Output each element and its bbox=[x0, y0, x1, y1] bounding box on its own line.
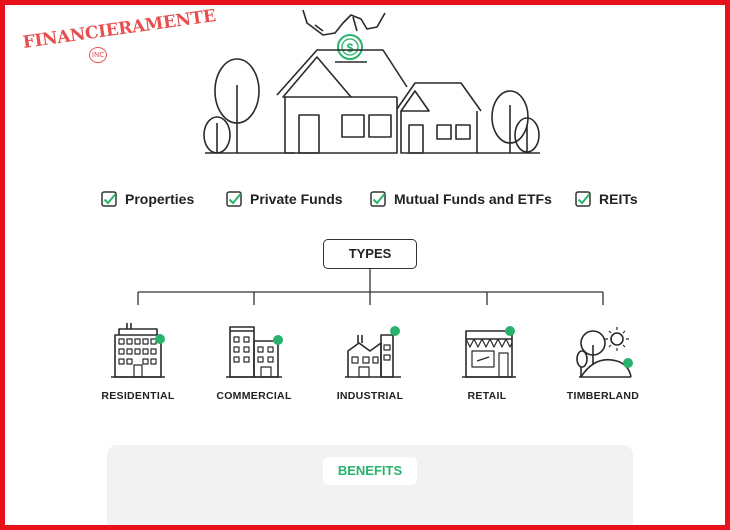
checklist-item-mutual-funds: Mutual Funds and ETFs bbox=[370, 191, 552, 207]
tree-right-icon bbox=[477, 90, 540, 154]
landscape-trees-icon bbox=[576, 327, 633, 378]
types-connector bbox=[137, 269, 604, 305]
dollar-coin-icon: $ bbox=[337, 34, 363, 60]
commercial-buildings-icon bbox=[226, 326, 283, 378]
type-label-commercial: COMMERCIAL bbox=[216, 390, 292, 402]
brand-logo: FINANCIERAMENTE INC bbox=[22, 6, 217, 73]
type-label-residential: RESIDENTIAL bbox=[101, 390, 175, 402]
type-label-timberland: TIMBERLAND bbox=[566, 390, 640, 402]
svg-text:$: $ bbox=[347, 41, 354, 55]
storefront-icon bbox=[462, 326, 516, 378]
types-heading: TYPES bbox=[323, 239, 417, 269]
checkbox-checked-icon bbox=[575, 191, 591, 207]
brand-badge: INC bbox=[89, 47, 107, 63]
checkbox-checked-icon bbox=[370, 191, 386, 207]
type-label-industrial: INDUSTRIAL bbox=[336, 390, 404, 402]
checklist-label: Properties bbox=[125, 191, 195, 207]
checklist-item-reits: REITs bbox=[575, 191, 638, 207]
checkbox-checked-icon bbox=[226, 191, 242, 207]
tree-left-icon bbox=[203, 58, 295, 154]
benefits-heading: BENEFITS bbox=[323, 457, 417, 485]
checklist-item-properties: Properties bbox=[101, 191, 194, 207]
factory-icon bbox=[345, 326, 401, 378]
house-large-icon bbox=[276, 49, 408, 154]
checklist-label: Private Funds bbox=[250, 191, 343, 207]
house-small-icon bbox=[396, 82, 482, 154]
type-label-retail: RETAIL bbox=[467, 390, 507, 402]
residential-building-icon bbox=[111, 323, 165, 378]
checklist-label: REITs bbox=[599, 191, 638, 207]
checklist-label: Mutual Funds and ETFs bbox=[394, 191, 552, 207]
hand-icon bbox=[302, 9, 386, 36]
checklist-item-private-funds: Private Funds bbox=[226, 191, 343, 207]
checkbox-checked-icon bbox=[101, 191, 117, 207]
